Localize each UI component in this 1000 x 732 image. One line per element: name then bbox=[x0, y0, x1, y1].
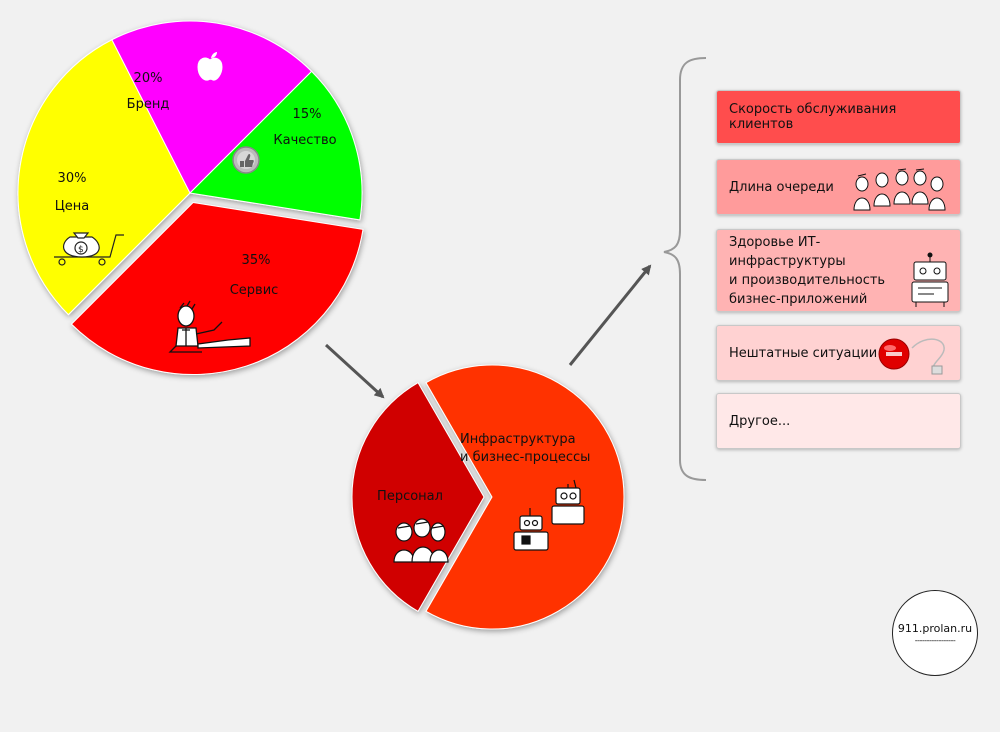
svg-text:$: $ bbox=[78, 245, 84, 255]
list-item-other: Другое... bbox=[716, 393, 961, 449]
list-item-service-speed: Скорость обслуживания клиентов bbox=[716, 90, 961, 144]
slice-price-label: Цена bbox=[55, 199, 90, 214]
slice-quality-label: Качество bbox=[273, 133, 336, 148]
slice-brand-label: Бренд bbox=[127, 97, 170, 112]
pie-slice-service bbox=[70, 201, 364, 375]
slice-price-value: 30% bbox=[58, 171, 87, 186]
slice-personnel-label: Персонал bbox=[377, 489, 443, 504]
pie-slice-infrastructure bbox=[425, 364, 625, 630]
pie-slice-brand bbox=[111, 20, 313, 194]
list-item-label: Другое... bbox=[729, 413, 791, 429]
queue-people-icon bbox=[853, 168, 946, 211]
arrow-to-breakdown bbox=[324, 343, 385, 399]
pie-chart-service-breakdown bbox=[351, 364, 625, 630]
slice-service-value: 35% bbox=[242, 253, 271, 268]
slice-quality-value: 15% bbox=[293, 107, 322, 122]
pie-slice-personnel bbox=[351, 381, 485, 613]
list-item-incidents: Нештатные ситуации bbox=[716, 325, 961, 381]
pie-chart-factors bbox=[17, 20, 364, 375]
slice-brand-value: 20% bbox=[134, 71, 163, 86]
curly-brace bbox=[663, 57, 707, 481]
logo-text: 911.prolan.ru bbox=[897, 621, 973, 635]
list-item-label: Длина очереди bbox=[729, 179, 834, 195]
thumbs-up-icon bbox=[232, 146, 260, 174]
arrow-to-list bbox=[568, 264, 652, 366]
robot-icon bbox=[911, 252, 949, 307]
slice-infrastructure-label: Инфраструктура и бизнес-процессы bbox=[460, 432, 590, 465]
robots-icon bbox=[513, 479, 585, 551]
red-button-icon bbox=[878, 338, 945, 375]
money-bag-cart-icon: $ bbox=[54, 232, 124, 266]
people-group-icon bbox=[393, 518, 449, 563]
pie-slice-price bbox=[17, 39, 191, 316]
site-logo: 911.prolan.ru ----------------- bbox=[892, 590, 978, 676]
list-item-label: Скорость обслуживания клиентов bbox=[729, 102, 897, 132]
list-item-label: Здоровье ИТ-инфраструктуры и производите… bbox=[729, 234, 886, 307]
list-item-queue-length: Длина очереди bbox=[716, 159, 961, 215]
list-item-label: Нештатные ситуации bbox=[729, 345, 878, 361]
list-item-it-health: Здоровье ИТ-инфраструктуры и производите… bbox=[716, 229, 961, 312]
logo-rule: ----------------- bbox=[914, 635, 956, 645]
apple-icon bbox=[197, 52, 223, 81]
slice-service-label: Сервис bbox=[230, 283, 279, 298]
pie-slice-quality bbox=[188, 70, 363, 221]
relaxing-man-icon bbox=[168, 300, 251, 353]
